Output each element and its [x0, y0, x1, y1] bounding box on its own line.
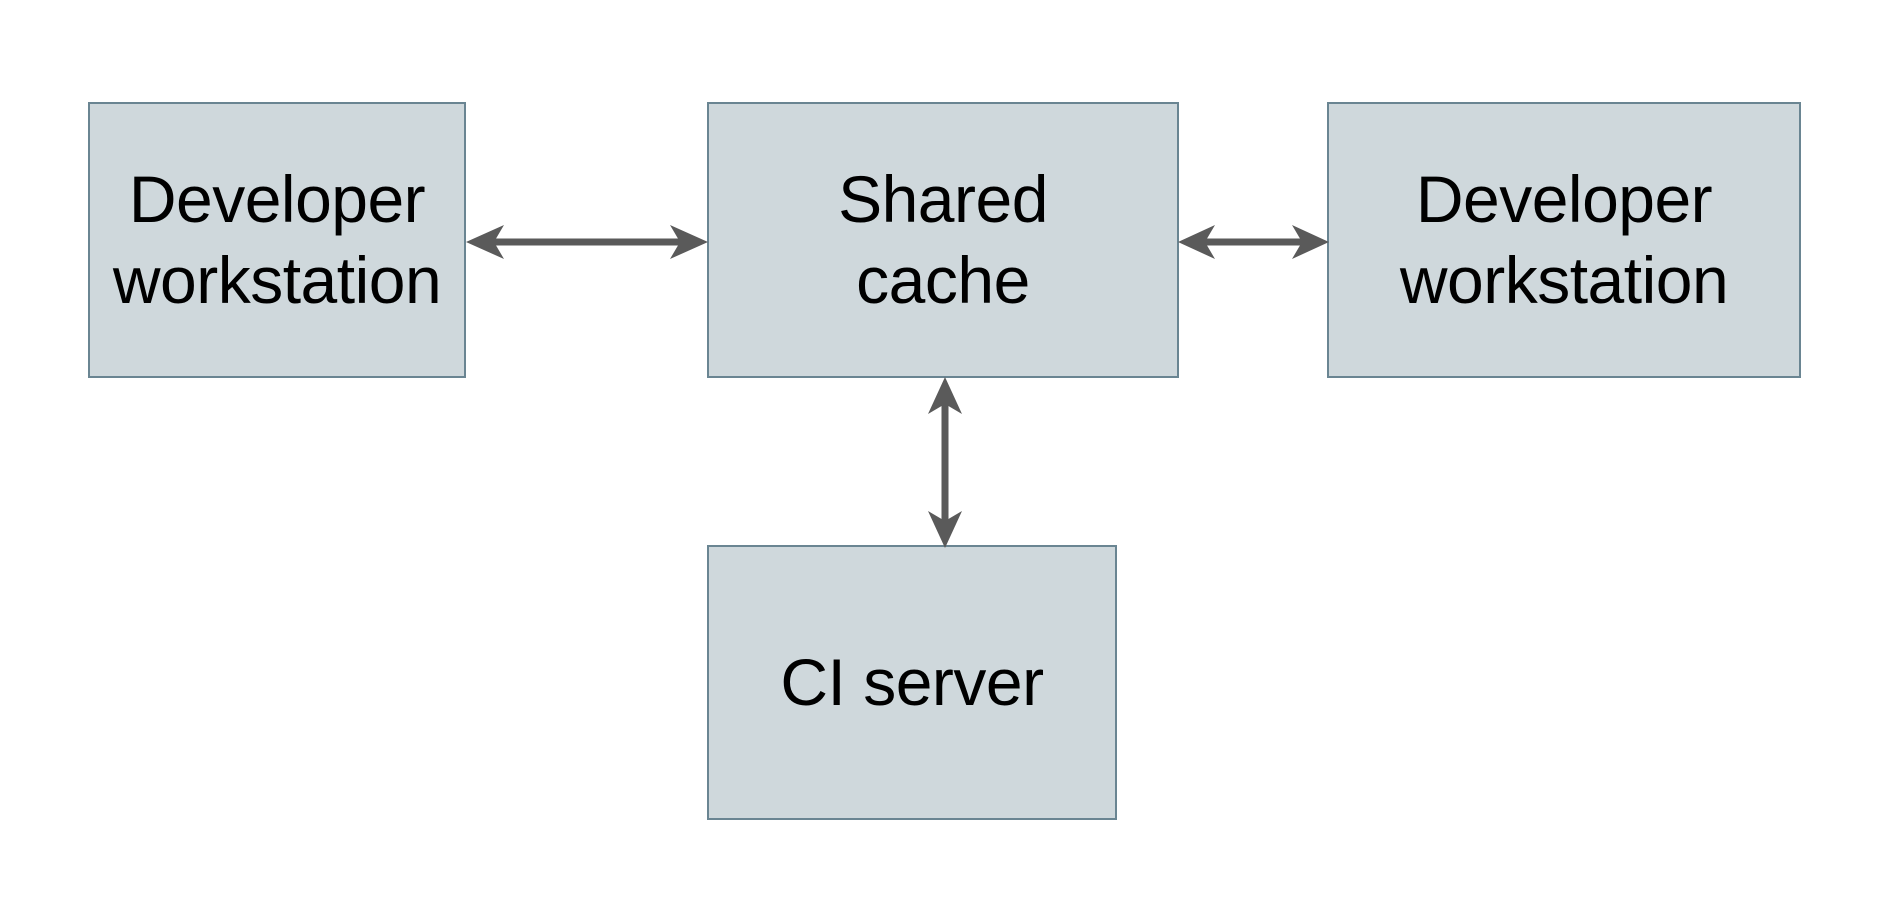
- node-label: Developer workstation: [112, 162, 442, 317]
- node-ci-server[interactable]: CI server: [707, 545, 1117, 820]
- node-shared-cache[interactable]: Shared cache: [707, 102, 1179, 378]
- edge-shared-cache-to-developer-workstation-right: [1173, 205, 1334, 279]
- double-headed-arrow-icon: [466, 225, 708, 259]
- edge-developer-workstation-left-to-shared-cache: [460, 205, 714, 279]
- node-developer-workstation-right[interactable]: Developer workstation: [1327, 102, 1801, 378]
- node-label: Shared cache: [838, 162, 1048, 317]
- edge-shared-cache-to-ci-server: [908, 372, 982, 553]
- node-developer-workstation-left[interactable]: Developer workstation: [88, 102, 466, 378]
- node-label: Developer workstation: [1399, 162, 1729, 317]
- double-headed-arrow-icon: [928, 377, 962, 548]
- node-label: CI server: [780, 645, 1044, 720]
- double-headed-arrow-icon: [1178, 225, 1329, 259]
